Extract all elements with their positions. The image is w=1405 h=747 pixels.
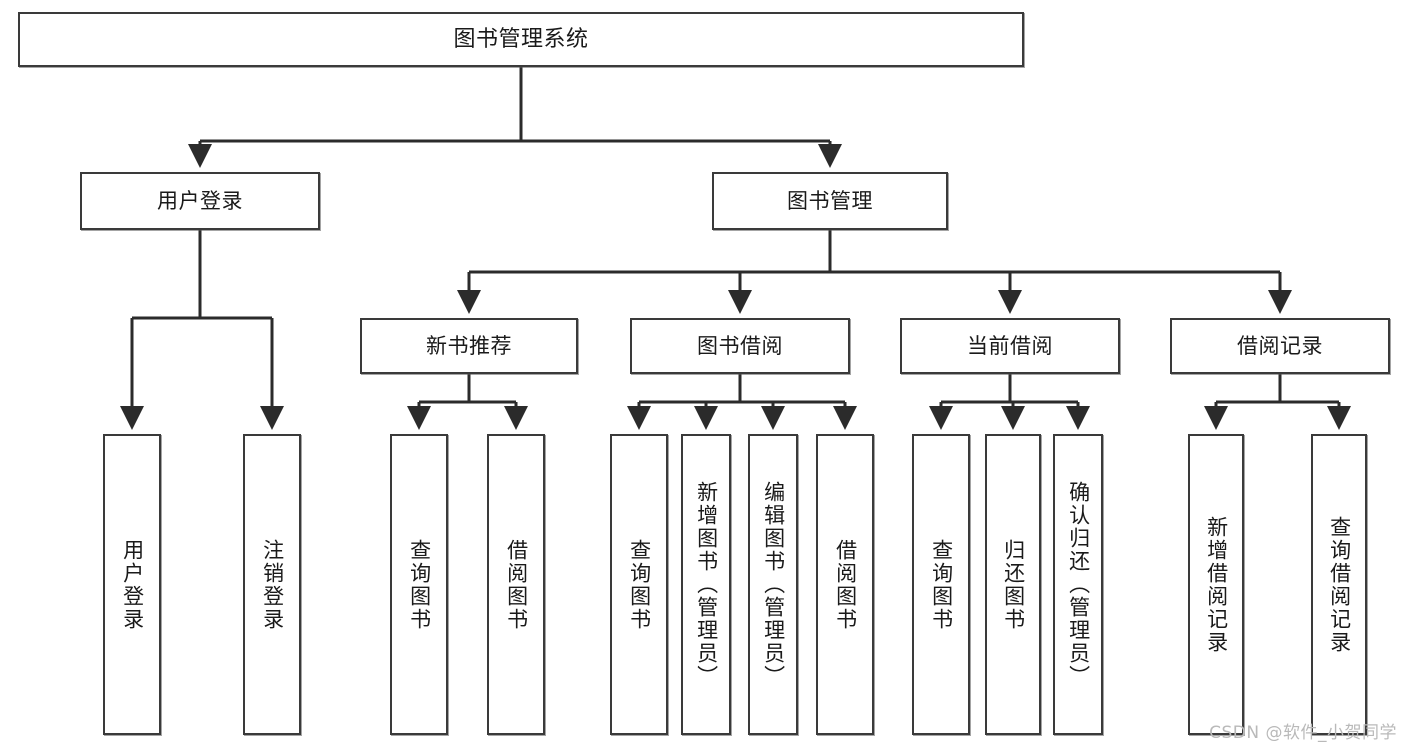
leaf-add-borrow-record[interactable]: 新增借阅记录 xyxy=(1188,434,1244,735)
leaf-return-book[interactable]: 归还图书 xyxy=(985,434,1041,735)
leaf-add-book-admin[interactable]: 新增图书（管理员） xyxy=(681,434,731,735)
node-label: 用户登录 xyxy=(120,538,145,631)
leaf-query-book-newbook[interactable]: 查询图书 xyxy=(390,434,448,735)
node-label: 新增图书（管理员） xyxy=(694,481,719,688)
leaf-borrow-book-newbook[interactable]: 借阅图书 xyxy=(487,434,545,735)
node-label: 当前借阅 xyxy=(967,333,1053,358)
node-label: 图书管理 xyxy=(787,188,873,213)
node-label: 注销登录 xyxy=(260,538,285,631)
node-label: 编辑图书（管理员） xyxy=(761,481,786,688)
node-label: 查询借阅记录 xyxy=(1327,515,1352,654)
node-borrow-record[interactable]: 借阅记录 xyxy=(1170,318,1390,374)
node-label: 新增借阅记录 xyxy=(1204,515,1229,654)
node-book-borrow[interactable]: 图书借阅 xyxy=(630,318,850,374)
leaf-query-book-current[interactable]: 查询图书 xyxy=(912,434,970,735)
node-label: 查询图书 xyxy=(627,538,652,631)
node-label: 查询图书 xyxy=(929,538,954,631)
node-label: 借阅记录 xyxy=(1237,333,1323,358)
leaf-confirm-return-admin[interactable]: 确认归还（管理员） xyxy=(1053,434,1103,735)
node-label: 查询图书 xyxy=(407,538,432,631)
csdn-watermark: CSDN @软件_小贺同学 xyxy=(1209,723,1397,743)
node-label: 借阅图书 xyxy=(833,538,858,631)
leaf-logout-login[interactable]: 注销登录 xyxy=(243,434,301,735)
node-label: 确认归还（管理员） xyxy=(1066,481,1091,688)
leaf-query-borrow-record[interactable]: 查询借阅记录 xyxy=(1311,434,1367,735)
node-label: 图书管理系统 xyxy=(453,26,589,52)
node-current-borrow[interactable]: 当前借阅 xyxy=(900,318,1120,374)
node-label: 新书推荐 xyxy=(426,333,512,358)
node-book-management[interactable]: 图书管理 xyxy=(712,172,948,230)
node-new-book-recommend[interactable]: 新书推荐 xyxy=(360,318,578,374)
node-user-login[interactable]: 用户登录 xyxy=(80,172,320,230)
leaf-borrow-book[interactable]: 借阅图书 xyxy=(816,434,874,735)
node-label: 用户登录 xyxy=(157,188,243,213)
leaf-edit-book-admin[interactable]: 编辑图书（管理员） xyxy=(748,434,798,735)
node-root-system[interactable]: 图书管理系统 xyxy=(18,12,1024,67)
node-label: 借阅图书 xyxy=(504,538,529,631)
node-label: 图书借阅 xyxy=(697,333,783,358)
node-label: 归还图书 xyxy=(1001,538,1026,631)
leaf-user-login[interactable]: 用户登录 xyxy=(103,434,161,735)
leaf-query-book-borrow[interactable]: 查询图书 xyxy=(610,434,668,735)
